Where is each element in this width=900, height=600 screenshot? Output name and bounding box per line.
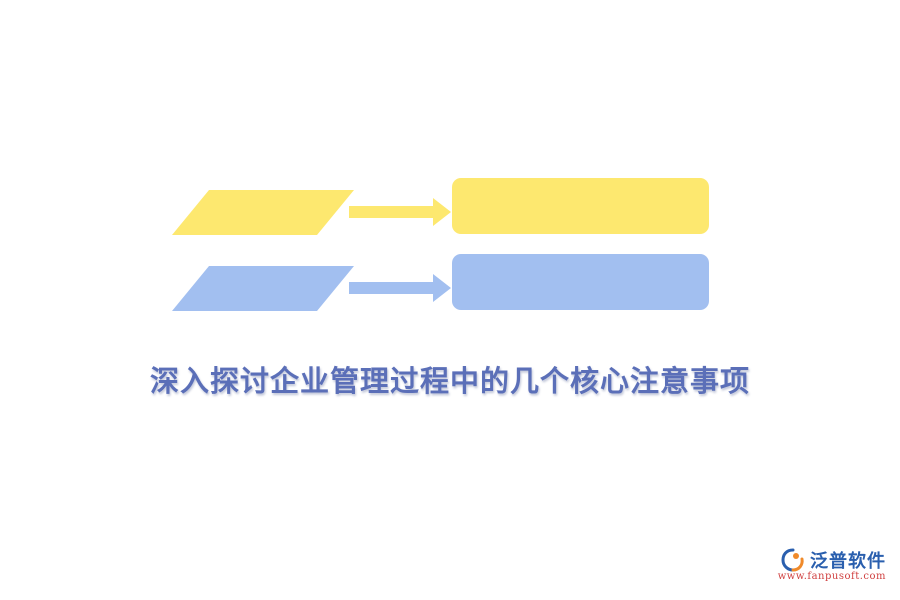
- page-title: 深入探讨企业管理过程中的几个核心注意事项: [149, 364, 750, 398]
- arrow-blue: [349, 274, 451, 302]
- brand-name: 泛普软件: [810, 551, 886, 572]
- fanpu-logo-icon: [781, 548, 804, 572]
- brand-watermark: 泛普软件 www.fanpusoft.com: [756, 547, 886, 582]
- brand-row: 泛普软件: [756, 547, 886, 573]
- parallelogram-yellow: [172, 190, 354, 235]
- arrow-yellow: [349, 198, 451, 226]
- parallelogram-blue: [172, 266, 354, 311]
- box-blue: [452, 254, 709, 310]
- box-yellow: [452, 178, 709, 234]
- brand-url: www.fanpusoft.com: [777, 571, 886, 582]
